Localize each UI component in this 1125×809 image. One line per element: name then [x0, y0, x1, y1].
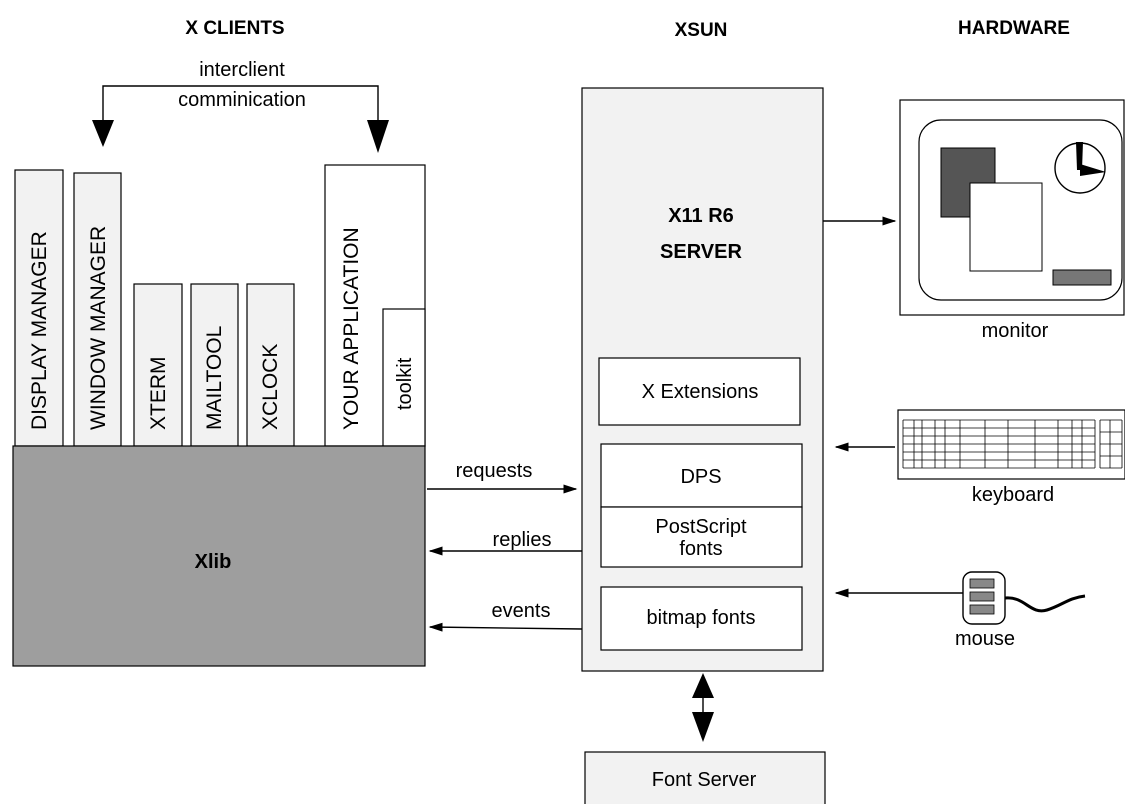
- xterm-box: [133, 283, 183, 447]
- window-manager-box: [73, 172, 122, 447]
- header-x-clients: X CLIENTS: [185, 18, 284, 39]
- bitmap-fonts-label: bitmap fonts: [647, 607, 756, 629]
- font-server-arrow-up: [692, 673, 714, 698]
- mailtool-label: MAILTOOL: [203, 326, 226, 430]
- header-xsun: XSUN: [675, 20, 728, 41]
- monitor-label: monitor: [982, 320, 1049, 342]
- mouse-label: mouse: [955, 628, 1015, 650]
- dps-box: [600, 443, 803, 508]
- xlib-label: Xlib: [195, 551, 232, 573]
- your-application-label: YOUR APPLICATION: [340, 227, 363, 430]
- toolkit-box: [382, 308, 426, 447]
- x-extensions-label: X Extensions: [642, 381, 759, 403]
- server-label-line2: SERVER: [660, 241, 742, 263]
- postscript-fonts-label-line2: fonts: [679, 538, 722, 560]
- x-extensions-box: [598, 357, 801, 426]
- replies-label: replies: [493, 529, 552, 551]
- dps-label: DPS: [680, 466, 721, 488]
- display-manager-box: [14, 169, 64, 447]
- bitmap-fonts-box: [600, 586, 803, 651]
- interclient-label-line1: interclient: [199, 59, 285, 81]
- interclient-communication-connector: [92, 85, 389, 153]
- window-manager-label: WINDOW MANAGER: [87, 226, 110, 430]
- display-manager-label: DISPLAY MANAGER: [28, 231, 51, 430]
- requests-label: requests: [456, 460, 533, 482]
- server-label-line1: X11 R6: [668, 205, 734, 227]
- header-hardware: HARDWARE: [958, 18, 1070, 39]
- xterm-label: XTERM: [147, 357, 170, 431]
- keyboard-icon: [897, 409, 1125, 480]
- keyboard-label: keyboard: [972, 484, 1054, 506]
- font-server-arrow-down: [692, 712, 714, 742]
- postscript-fonts-box: [600, 506, 803, 568]
- font-server-box: [584, 751, 826, 809]
- monitor-icon: [899, 99, 1125, 316]
- xlib-box: [12, 445, 426, 667]
- events-arrow: [428, 622, 583, 632]
- font-server-label: Font Server: [652, 769, 757, 791]
- mouse-icon: [962, 571, 1086, 625]
- postscript-fonts-label-line1: PostScript: [655, 516, 747, 538]
- toolkit-label: toolkit: [394, 357, 416, 410]
- interclient-label-line2: comminication: [178, 89, 306, 111]
- events-label: events: [492, 600, 551, 622]
- xclock-label: XCLOCK: [259, 344, 282, 430]
